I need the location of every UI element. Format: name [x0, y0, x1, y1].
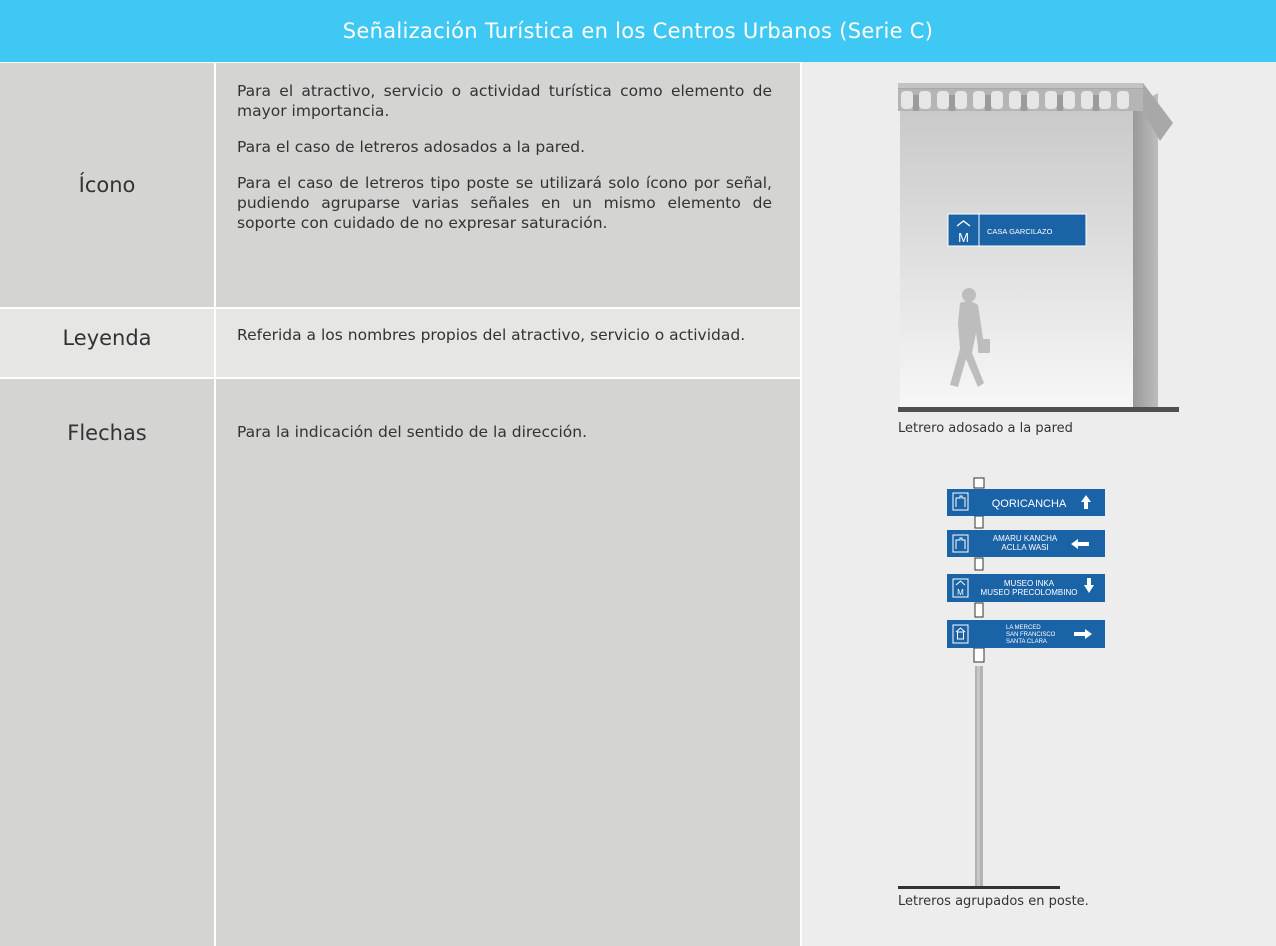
arrow-up-icon [1081, 495, 1091, 502]
inca-wall-icon [952, 492, 969, 511]
description-paragraph: Para el atractivo, servicio o actividad … [237, 82, 772, 120]
arrow-right-icon [1074, 632, 1086, 636]
pole-sign-1: QORICANCHA [947, 489, 1105, 516]
term-label: Leyenda [62, 326, 152, 350]
term-flechas: Flechas [0, 379, 214, 946]
roof-tiles [898, 83, 1173, 141]
pole-sign-4-line-1: LA MERCED [1006, 625, 1041, 631]
pedestrian-silhouette [950, 288, 990, 387]
wall-sign: M CASA GARCILAZO [947, 213, 1087, 247]
pole-sign-3-line-2: MUSEO PRECOLOMBINO [981, 588, 1078, 597]
term-label: Ícono [78, 173, 136, 197]
description-leyenda: Referida a los nombres propios del atrac… [216, 309, 800, 377]
pole-sign-3: M MUSEO INKA MUSEO PRECOLOMBINO [947, 574, 1105, 602]
inca-wall-icon [952, 534, 969, 553]
pole-connectors [973, 477, 985, 663]
pole-sign-2-line-1: AMARU KANCHA [993, 534, 1058, 543]
page-title: Señalización Turística en los Centros Ur… [0, 0, 1276, 62]
pole-sign-2: AMARU KANCHA ACLLA WASI [947, 530, 1105, 557]
pole-sign-2-line-2: ACLLA WASI [1001, 543, 1048, 552]
museum-icon-letter: M [957, 588, 964, 597]
description-paragraph: Para el caso de letreros tipo poste se u… [237, 174, 772, 232]
museum-icon [952, 578, 969, 598]
description-flechas: Para la indicación del sentido de la dir… [216, 379, 800, 946]
pole [975, 666, 983, 888]
pole-signs-illustration: QORICANCHA AMARU KANCHA ACLLA WASI M MUS… [898, 477, 1105, 889]
ground-line [898, 407, 1179, 412]
museum-icon-letter: M [958, 230, 969, 245]
term-icono: Ícono [0, 63, 214, 307]
term-label: Flechas [67, 421, 147, 445]
pole-sign-4: LA MERCED SAN FRANCISCO SANTA CLARA [947, 620, 1105, 648]
description-paragraph: Para la indicación del sentido de la dir… [237, 423, 588, 441]
term-leyenda: Leyenda [0, 309, 214, 377]
wall-side [1133, 93, 1158, 407]
wall-sign-label: CASA GARCILAZO [987, 227, 1053, 236]
wall-caption: Letrero adosado a la pared [898, 421, 1073, 436]
description-icono: Para el atractivo, servicio o actividad … [216, 63, 800, 307]
wall-face [900, 107, 1133, 407]
pole-sign-4-line-2: SAN FRANCISCO [1006, 632, 1056, 638]
pole-sign-3-line-1: MUSEO INKA [1004, 579, 1055, 588]
pole-sign-1-label: QORICANCHA [992, 498, 1067, 510]
arrow-left-icon [1071, 539, 1078, 549]
wall-sign-illustration: M CASA GARCILAZO [898, 83, 1179, 412]
museum-icon [956, 220, 971, 227]
church-icon [952, 624, 969, 644]
arrow-down-icon [1087, 578, 1091, 586]
description-paragraph: Referida a los nombres propios del atrac… [237, 326, 746, 344]
ground-line [898, 886, 1060, 889]
pole-sign-4-line-3: SANTA CLARA [1006, 639, 1047, 645]
pole-caption: Letreros agrupados en poste. [898, 894, 1089, 909]
description-paragraph: Para el caso de letreros adosados a la p… [237, 138, 586, 156]
